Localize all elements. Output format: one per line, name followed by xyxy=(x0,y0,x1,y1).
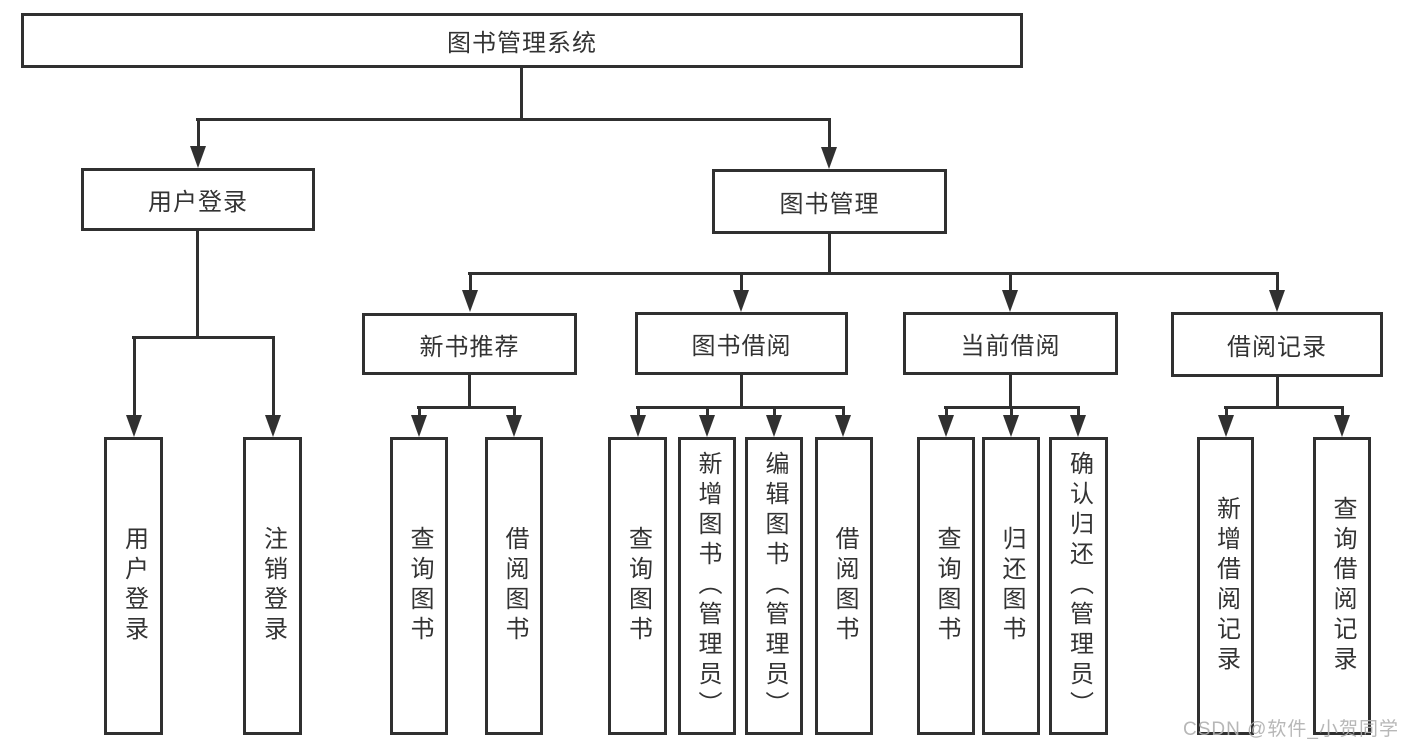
leaf-return-books: 归还图书 xyxy=(982,437,1040,735)
leaf-query-borrow-record: 查询借阅记录 xyxy=(1313,437,1371,735)
connector-line xyxy=(468,372,471,409)
connector-line xyxy=(636,406,845,409)
connector-arrow-down-icon xyxy=(733,272,749,312)
node-book-management: 图书管理 xyxy=(712,169,947,234)
connector-arrow-down-icon xyxy=(1003,406,1019,437)
connector-line xyxy=(417,406,516,409)
connector-arrow-down-icon xyxy=(1218,406,1234,437)
connector-arrow-down-icon xyxy=(411,406,427,437)
connector-arrow-down-icon xyxy=(506,406,522,437)
connector-arrow-down-icon xyxy=(938,406,954,437)
connector-arrow-down-icon xyxy=(190,118,206,168)
leaf-add-borrow-record: 新增借阅记录 xyxy=(1197,437,1254,735)
connector-line xyxy=(740,373,743,409)
node-borrow-records: 借阅记录 xyxy=(1171,312,1383,377)
connector-line xyxy=(1276,375,1279,409)
leaf-add-books-admin: 新增图书（管理员） xyxy=(678,437,736,735)
leaf-confirm-return-admin: 确认归还（管理员） xyxy=(1049,437,1108,735)
node-new-book-recommend: 新书推荐 xyxy=(362,313,577,375)
leaf-user-login: 用户登录 xyxy=(104,437,163,735)
leaf-query-books-borrow: 查询图书 xyxy=(608,437,667,735)
leaf-logout-login: 注销登录 xyxy=(243,437,302,735)
connector-line xyxy=(1224,406,1344,409)
connector-arrow-down-icon xyxy=(835,406,851,437)
connector-line xyxy=(520,66,523,121)
watermark: CSDN @软件_小贺同学 xyxy=(1183,719,1399,740)
connector-arrow-down-icon xyxy=(766,406,782,437)
connector-line xyxy=(468,272,1279,275)
node-book-borrow: 图书借阅 xyxy=(635,312,848,375)
connector-arrow-down-icon xyxy=(1002,272,1018,312)
connector-arrow-down-icon xyxy=(1070,406,1086,437)
connector-arrow-down-icon xyxy=(630,406,646,437)
connector-line xyxy=(196,118,831,121)
connector-line xyxy=(196,229,199,339)
connector-arrow-down-icon xyxy=(1269,272,1285,312)
connector-line xyxy=(132,336,275,339)
connector-arrow-down-icon xyxy=(821,118,837,169)
connector-arrow-down-icon xyxy=(1334,406,1350,437)
connector-arrow-down-icon xyxy=(462,272,478,312)
connector-arrow-down-icon xyxy=(265,336,281,437)
connector-line xyxy=(828,232,831,275)
leaf-edit-books-admin: 编辑图书（管理员） xyxy=(745,437,803,735)
leaf-borrow-books: 借阅图书 xyxy=(815,437,873,735)
connector-arrow-down-icon xyxy=(126,336,142,437)
leaf-query-books-current: 查询图书 xyxy=(917,437,975,735)
node-current-borrow: 当前借阅 xyxy=(903,312,1118,375)
leaf-borrow-books-recommend: 借阅图书 xyxy=(485,437,543,735)
leaf-query-books-recommend: 查询图书 xyxy=(390,437,448,735)
connector-arrow-down-icon xyxy=(699,406,715,437)
node-book-management-system: 图书管理系统 xyxy=(21,13,1023,68)
connector-line xyxy=(1009,373,1012,409)
node-user-login: 用户登录 xyxy=(81,168,315,231)
